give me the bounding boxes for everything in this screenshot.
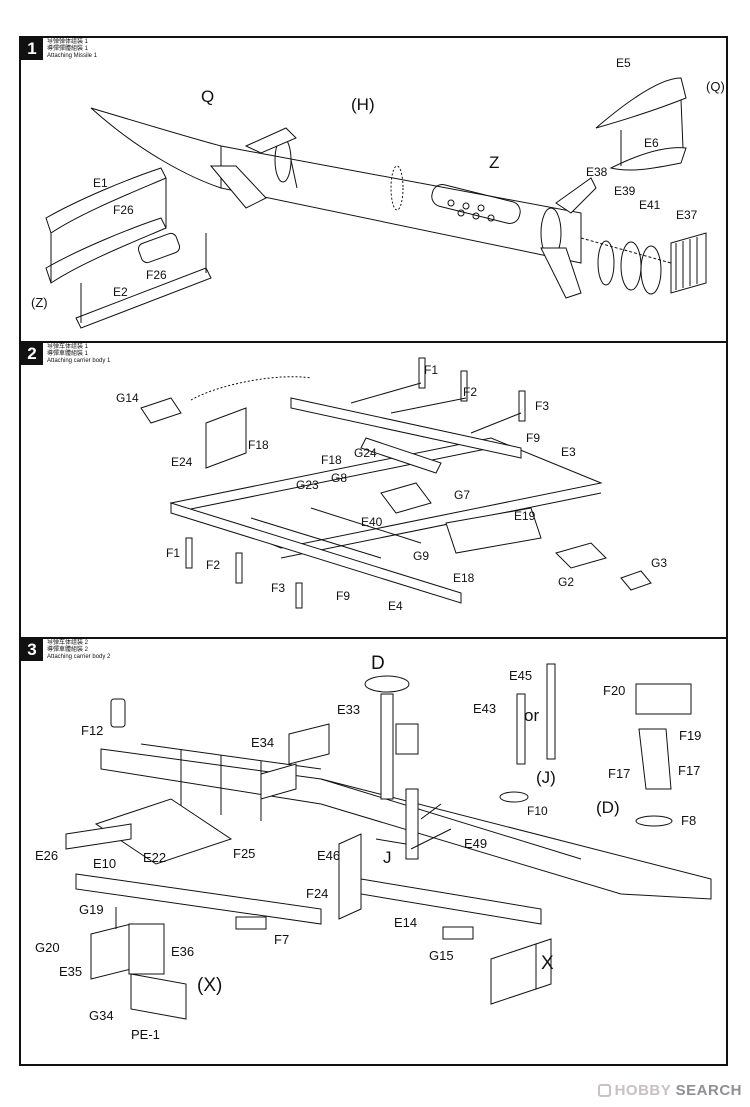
label-E26: E26 <box>35 848 59 863</box>
label-F19: F19 <box>679 728 702 743</box>
label-F7: F7 <box>274 932 290 947</box>
label-F10: F10 <box>527 804 548 818</box>
label-F2-a: F2 <box>463 385 478 399</box>
label-E33: E33 <box>337 702 361 717</box>
label-E40: E40 <box>361 515 383 529</box>
carrier-body-1-drawing <box>140 357 652 609</box>
label-J-detail: (J) <box>536 768 556 787</box>
label-J: J <box>383 848 392 867</box>
label-E5: E5 <box>616 56 631 70</box>
label-D-detail: (D) <box>596 798 620 817</box>
missile-assembly-drawing <box>45 77 707 329</box>
label-E3: E3 <box>561 445 576 459</box>
label-F26-b: F26 <box>146 268 167 282</box>
step-number: 1 <box>21 38 43 60</box>
label-E35: E35 <box>59 964 83 979</box>
label-F8: F8 <box>681 813 697 828</box>
label-G3: G3 <box>651 556 668 570</box>
label-X-detail: (X) <box>197 975 223 996</box>
step-1-panel: 1 导弹弹体组装 1 導彈彈體組裝 1 Attaching Missile 1 <box>19 36 728 343</box>
step-number: 3 <box>21 639 43 661</box>
label-F1-a: F1 <box>424 363 439 377</box>
label-F3-a: F3 <box>535 399 550 413</box>
label-or: or <box>524 706 540 725</box>
label-PE-1: PE-1 <box>131 1027 160 1042</box>
label-E49: E49 <box>464 836 488 851</box>
label-G7: G7 <box>454 488 471 502</box>
label-F12: F12 <box>81 723 104 738</box>
label-D: D <box>371 653 385 674</box>
label-E37: E37 <box>676 208 698 222</box>
label-H: (H) <box>351 95 375 114</box>
carrier-body-2-drawing <box>65 663 712 1020</box>
label-F1-b: F1 <box>166 546 181 560</box>
label-Q: Q <box>201 87 215 106</box>
label-F25: F25 <box>233 846 256 861</box>
label-G15: G15 <box>429 948 454 963</box>
step-3-panel: 3 导弹车体组装 2 導彈車體組裝 2 Attaching carrier bo… <box>19 637 728 1066</box>
label-E4: E4 <box>388 599 403 613</box>
step-number: 2 <box>21 343 43 365</box>
label-G24: G24 <box>354 446 377 460</box>
label-E1: E1 <box>93 176 108 190</box>
label-Z-detail: (Z) <box>31 295 48 310</box>
label-G34: G34 <box>89 1008 114 1023</box>
label-E36: E36 <box>171 944 195 959</box>
label-G23: G23 <box>296 478 319 492</box>
label-E41: E41 <box>639 198 661 212</box>
label-E38: E38 <box>586 165 608 179</box>
label-E45: E45 <box>509 668 533 683</box>
label-E34: E34 <box>251 735 275 750</box>
label-E19: E19 <box>514 509 536 523</box>
label-F26-a: F26 <box>113 203 134 217</box>
label-E46: E46 <box>317 848 341 863</box>
label-F18-a: F18 <box>248 438 269 452</box>
label-Q-detail: (Q) <box>706 79 725 94</box>
label-E14: E14 <box>394 915 418 930</box>
label-G14: G14 <box>116 391 139 405</box>
label-F9-a: F9 <box>526 431 541 445</box>
label-E10: E10 <box>93 856 117 871</box>
label-E18: E18 <box>453 571 475 585</box>
label-Z: Z <box>489 153 500 172</box>
label-F20: F20 <box>603 683 626 698</box>
label-F3-b: F3 <box>271 581 286 595</box>
hobby-search-logo-icon <box>597 1084 611 1097</box>
step-caption: 导弹弹体组装 1 導彈彈體組裝 1 Attaching Missile 1 <box>47 39 98 59</box>
label-G8: G8 <box>331 471 348 485</box>
label-F17-a: F17 <box>608 766 631 781</box>
label-X: X <box>541 953 554 974</box>
label-G20: G20 <box>35 940 60 955</box>
label-E2: E2 <box>113 285 128 299</box>
step-caption: 导弹车体组装 1 導彈車體組裝 1 Attaching carrier body… <box>47 344 111 364</box>
label-G9: G9 <box>413 549 430 563</box>
label-F2-b: F2 <box>206 558 221 572</box>
label-F9-b: F9 <box>336 589 351 603</box>
label-F18-b: F18 <box>321 453 342 467</box>
label-E43: E43 <box>473 701 497 716</box>
step-2-panel: 2 导弹车体组装 1 導彈車體組裝 1 Attaching carrier bo… <box>19 341 728 639</box>
label-G2: G2 <box>558 575 575 589</box>
watermark: HOBBY SEARCH <box>597 1082 742 1099</box>
label-G19: G19 <box>79 902 104 917</box>
label-F17-b: F17 <box>678 763 701 778</box>
step-caption: 导弹车体组装 2 導彈車體組裝 2 Attaching carrier body… <box>47 640 111 660</box>
label-E39: E39 <box>614 184 636 198</box>
label-E6: E6 <box>644 136 659 150</box>
label-F24: F24 <box>306 886 329 901</box>
label-E24: E24 <box>171 455 193 469</box>
label-E22: E22 <box>143 850 167 865</box>
